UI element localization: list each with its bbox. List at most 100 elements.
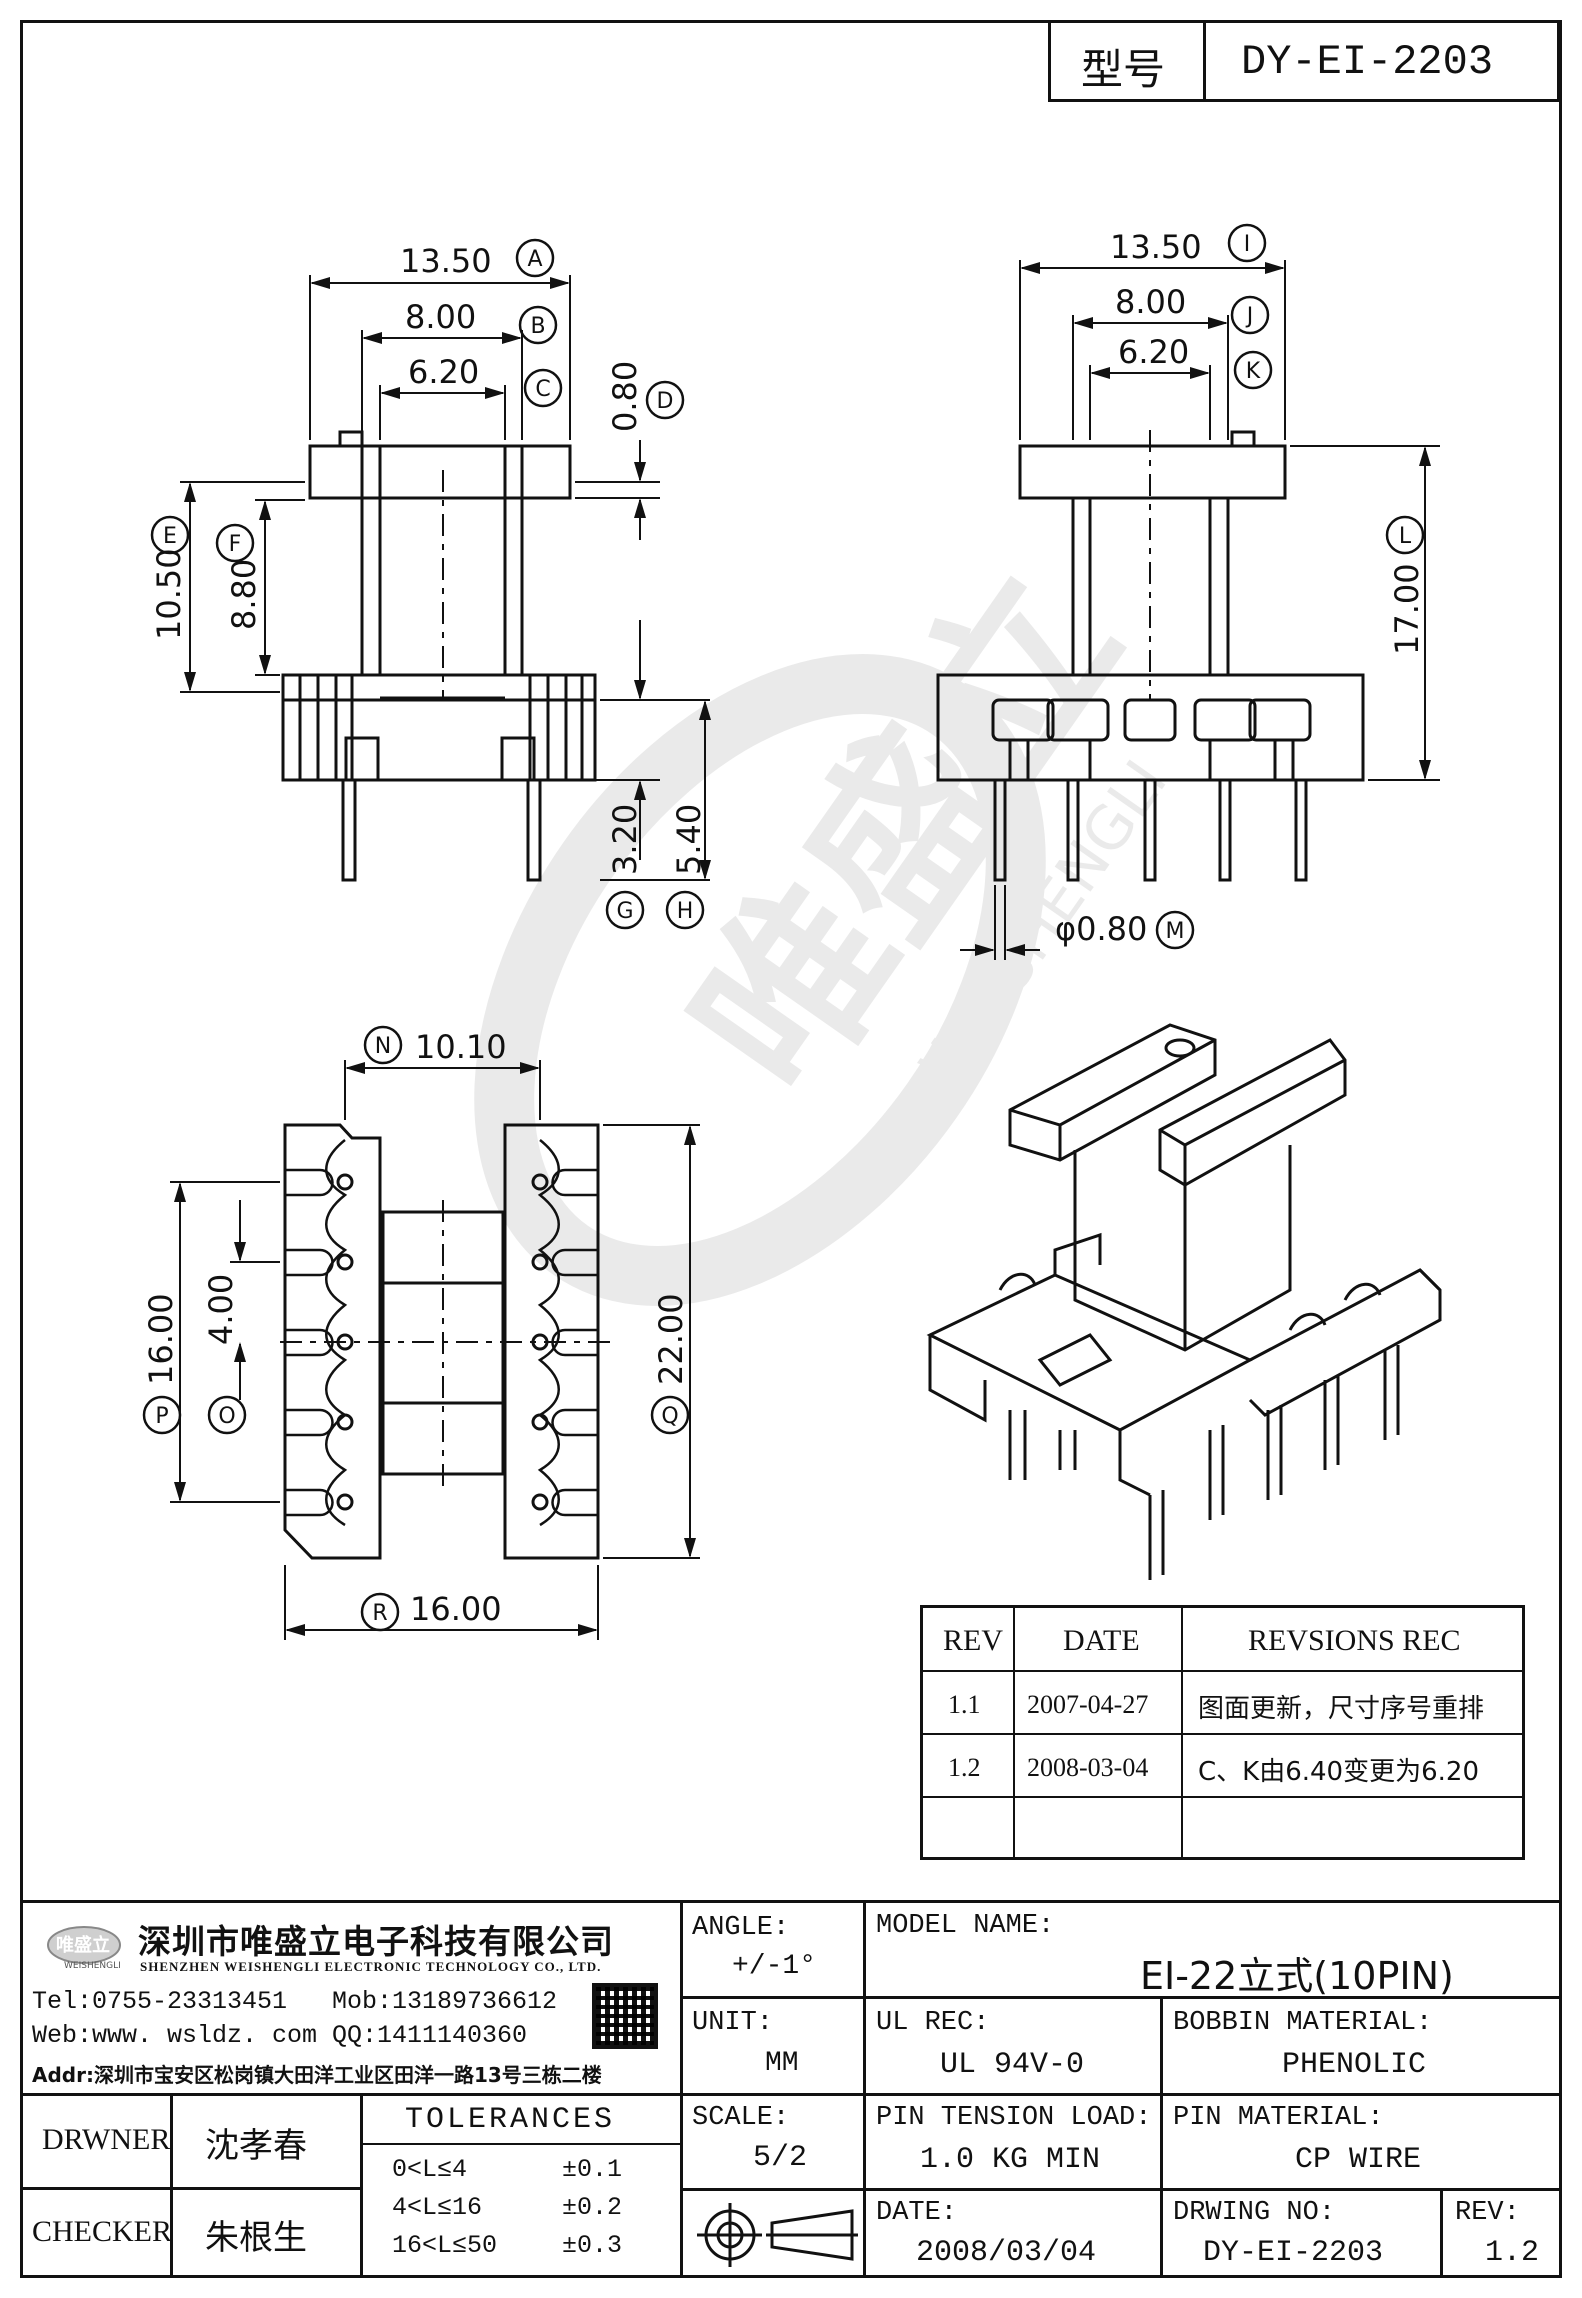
- logo-text: 唯盛立: [56, 1935, 110, 1956]
- dim-n-value: 10.10: [415, 1028, 507, 1066]
- dim-a-value: 13.50: [400, 242, 492, 280]
- scale-value: 5/2: [753, 2141, 808, 2175]
- revision-row-2-rec: C、K由6.40变更为6.20: [1198, 1757, 1479, 1787]
- projection-symbol-icon: [697, 2203, 858, 2267]
- drawer-label: DRWNER: [42, 2123, 171, 2156]
- model-label: MODEL NAME:: [876, 1911, 1055, 1941]
- dim-o-value: 4.00: [202, 1274, 240, 1345]
- rec-header: REVSIONS REC: [1248, 1624, 1461, 1657]
- tolerance-range-1: 0<L≤4: [392, 2155, 468, 2184]
- callout-a: A: [527, 247, 542, 272]
- callout-l: L: [1399, 524, 1412, 549]
- checker-name: 朱根生: [205, 2218, 307, 2258]
- angle-label: ANGLE:: [692, 1913, 790, 1943]
- bobbin-label: BOBBIN MATERIAL:: [1173, 2008, 1433, 2038]
- tolerance-range-2: 4<L≤16: [392, 2193, 483, 2222]
- date-label: DATE:: [876, 2198, 958, 2228]
- callout-q: Q: [661, 1404, 678, 1429]
- dim-k-value: 6.20: [1118, 333, 1189, 371]
- bobbin-value: PHENOLIC: [1282, 2048, 1427, 2082]
- revisions-table: REV DATE REVSIONS REC 1.1 2007-04-27 图面更…: [920, 1605, 1525, 1860]
- model-value: EI-22立式(10PIN): [1140, 1954, 1454, 1998]
- tension-value: 1.0 KG MIN: [920, 2143, 1101, 2177]
- company-address: Addr:深圳市宝安区松岗镇大田洋工业区田洋一路13号三栋二楼: [32, 2063, 602, 2087]
- company-qq: QQ:1411140360: [332, 2021, 528, 2050]
- dim-b-value: 8.00: [405, 298, 476, 336]
- isometric-view: [926, 1023, 1442, 1580]
- callout-d: D: [657, 389, 674, 414]
- dim-e-value: 10.50: [150, 548, 188, 640]
- revision-value: 1.2: [1485, 2236, 1540, 2270]
- dim-h-value: 5.40: [670, 804, 708, 875]
- callout-i: I: [1244, 232, 1251, 257]
- tolerance-value-3: ±0.3: [562, 2231, 623, 2260]
- unit-value: MM: [765, 2048, 799, 2079]
- pin-material-label: PIN MATERIAL:: [1173, 2103, 1384, 2133]
- logo-sub: WEISHENGLI: [64, 1961, 121, 1971]
- revision-row-2-rev: 1.2: [948, 1753, 981, 1782]
- tolerances-title: TOLERANCES: [405, 2103, 616, 2137]
- ul-value: UL 94V-0: [940, 2048, 1085, 2082]
- callout-b: B: [530, 314, 545, 339]
- dim-c-value: 6.20: [408, 353, 479, 391]
- callout-g: G: [616, 899, 633, 924]
- dim-f-value: 8.80: [225, 559, 263, 630]
- callout-m: M: [1166, 919, 1185, 944]
- dim-g-value: 3.20: [606, 804, 644, 875]
- callout-f: F: [229, 532, 242, 557]
- callout-e: E: [163, 524, 177, 549]
- qr-code-icon: [592, 1983, 658, 2049]
- revision-row-2-date: 2008-03-04: [1027, 1753, 1149, 1782]
- watermark: 唯盛立 WEISHENGLI: [474, 535, 1181, 1306]
- drawing-number-value: DY-EI-2203: [1203, 2236, 1384, 2270]
- pin-material-value: CP WIRE: [1295, 2143, 1422, 2177]
- dim-d-value: 0.80: [606, 361, 644, 432]
- date-value: 2008/03/04: [916, 2236, 1097, 2270]
- company-name-cn: 深圳市唯盛立电子科技有限公司: [138, 1922, 614, 1961]
- date-header: DATE: [1063, 1624, 1140, 1657]
- revision-row-1-rec: 图面更新，尺寸序号重排: [1198, 1694, 1485, 1724]
- company-logo: 唯盛立 WEISHENGLI: [42, 1917, 132, 1977]
- checker-label: CHECKER: [32, 2215, 173, 2248]
- callout-k: K: [1246, 359, 1261, 384]
- callout-r: R: [372, 1601, 387, 1626]
- scale-label: SCALE:: [692, 2103, 790, 2133]
- revision-row-1-rev: 1.1: [948, 1690, 981, 1719]
- dim-q-value: 22.00: [652, 1293, 690, 1385]
- dim-l-value: 17.00: [1388, 563, 1426, 655]
- unit-label: UNIT:: [692, 2008, 774, 2038]
- dim-i-value: 13.50: [1110, 228, 1202, 266]
- revision-row-1-date: 2007-04-27: [1027, 1690, 1149, 1719]
- company-web: Web:www. wsldz. com: [32, 2021, 318, 2050]
- callout-h: H: [677, 899, 694, 924]
- title-block: 唯盛立 WEISHENGLI 深圳市唯盛立电子科技有限公司 SHENZHEN W…: [20, 1900, 1562, 2278]
- type-label: 型号: [1081, 45, 1166, 94]
- company-name-en: SHENZHEN WEISHENGLI ELECTRONIC TECHNOLOG…: [140, 1959, 602, 1974]
- dim-p-value: 16.00: [142, 1293, 180, 1385]
- type-box: 型号 DY-EI-2203: [1048, 22, 1560, 102]
- angle-value: +/-1°: [732, 1951, 817, 1982]
- dim-j-value: 8.00: [1115, 283, 1186, 321]
- type-value: DY-EI-2203: [1241, 38, 1494, 86]
- callout-c: C: [535, 377, 550, 402]
- side-view: [936, 430, 1365, 882]
- tolerance-value-1: ±0.1: [562, 2155, 623, 2184]
- dim-r-value: 16.00: [410, 1590, 502, 1628]
- drawing-sheet: [20, 20, 1562, 2278]
- revision-label: REV:: [1455, 2198, 1520, 2228]
- tolerance-value-2: ±0.2: [562, 2193, 623, 2222]
- callout-j: J: [1245, 304, 1254, 329]
- callout-p: P: [155, 1404, 168, 1429]
- tolerance-range-3: 16<L≤50: [392, 2231, 498, 2260]
- callout-n: N: [375, 1034, 391, 1059]
- dim-m-value: φ0.80: [1055, 910, 1147, 948]
- drawing-number-label: DRWING NO:: [1173, 2198, 1336, 2228]
- front-view: [281, 430, 597, 882]
- company-tel: Tel:0755-23313451: [32, 1987, 288, 2016]
- ul-label: UL REC:: [876, 2008, 990, 2038]
- company-mob: Mob:13189736612: [332, 1987, 558, 2016]
- bottom-view: [280, 1123, 610, 1560]
- drawer-name: 沈孝春: [205, 2126, 307, 2166]
- callout-o: O: [218, 1404, 235, 1429]
